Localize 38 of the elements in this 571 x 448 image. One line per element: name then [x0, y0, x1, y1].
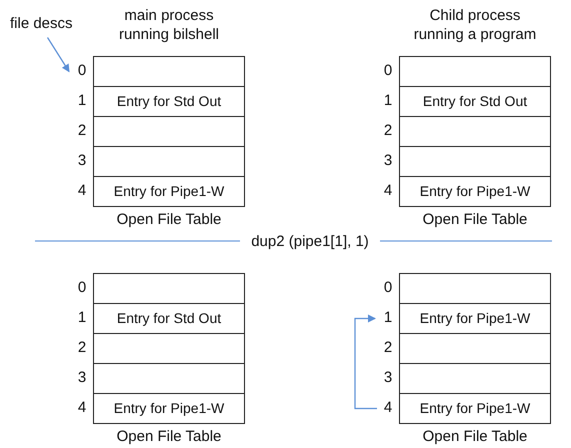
- descriptor-number: 1: [382, 308, 394, 328]
- descriptor-number: 1: [382, 91, 394, 112]
- descriptor-number: 2: [76, 338, 88, 358]
- descriptor-number: 1: [76, 308, 88, 328]
- descriptor-number: 3: [382, 151, 394, 172]
- table-caption: Open File Table: [422, 210, 528, 230]
- table-cell: Entry for Pipe1-W: [399, 393, 551, 424]
- table-cell: Entry for Pipe1-W: [399, 176, 551, 207]
- table-cell: Entry for Pipe1-W: [399, 303, 551, 334]
- arrow: [354, 314, 377, 410]
- descriptor-number: 3: [76, 151, 88, 172]
- table-cell: Entry for Pipe1-W: [93, 393, 245, 424]
- table-caption: Open File Table: [422, 427, 528, 447]
- process-heading: Child process running a program: [412, 6, 538, 44]
- table-cell: Entry for Std Out: [93, 303, 245, 334]
- descriptor-number: 1: [76, 91, 88, 112]
- descriptor-number: 3: [382, 368, 394, 388]
- descriptor-number: 0: [76, 61, 88, 82]
- table-cell: Entry for Std Out: [93, 86, 245, 117]
- table-cell: Entry for Pipe1-W: [93, 176, 245, 207]
- process-heading: main process running bilshell: [118, 6, 220, 44]
- descriptor-number: 2: [382, 338, 394, 358]
- descriptor-number: 0: [76, 278, 88, 298]
- descriptor-number: 0: [382, 61, 394, 82]
- table-caption: Open File Table: [116, 427, 222, 447]
- descriptor-number: 2: [382, 121, 394, 142]
- descriptor-number: 4: [382, 181, 394, 202]
- descriptor-number: 4: [76, 181, 88, 202]
- descriptor-number: 0: [382, 278, 394, 298]
- descriptor-number: 4: [76, 398, 88, 418]
- table-caption: Open File Table: [116, 210, 222, 230]
- descriptor-number: 4: [382, 398, 394, 418]
- descriptor-number: 2: [76, 121, 88, 142]
- table-cell: Entry for Std Out: [399, 86, 551, 117]
- descriptor-number: 3: [76, 368, 88, 388]
- arrow: [47, 37, 70, 72]
- operation-label: dup2 (pipe1[1], 1): [250, 232, 370, 252]
- note-text: file descs: [10, 13, 73, 36]
